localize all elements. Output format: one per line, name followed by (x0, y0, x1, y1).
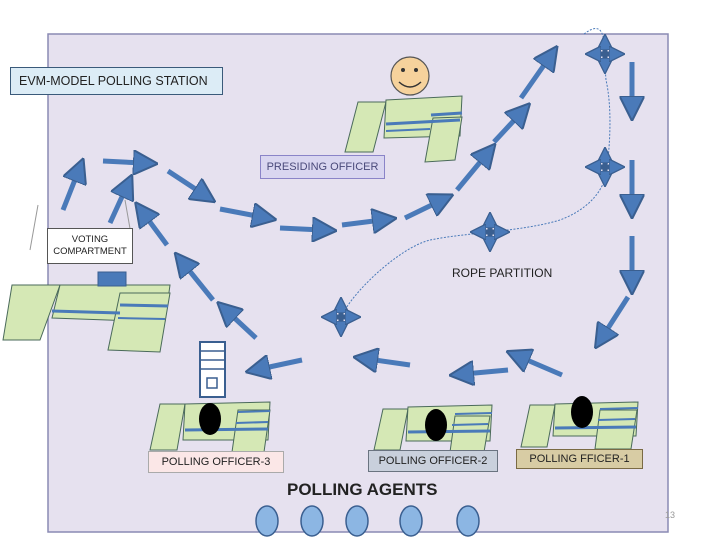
desk (2, 284, 61, 341)
polling-officer-2-station (373, 404, 493, 453)
polling-agent (456, 505, 480, 537)
flow-arrow (102, 161, 143, 163)
flow-arrow (455, 155, 486, 192)
desk (594, 409, 638, 450)
flow-arrow (260, 360, 303, 369)
presiding-officer-station (344, 56, 463, 163)
rope-post-icon (478, 220, 502, 244)
polling-agents-label: POLLING AGENTS (287, 480, 438, 499)
flow-arrow (603, 295, 631, 336)
officer-head (571, 396, 593, 428)
flow-arrow (228, 312, 258, 340)
flow-arrow (144, 214, 170, 247)
page-number: 13 (665, 510, 676, 520)
desk (231, 409, 271, 453)
desk (520, 404, 556, 448)
polling-officer-1-label: POLLING FFICER-1 (516, 449, 643, 469)
polling-agent (345, 505, 369, 537)
flow-arrow (464, 370, 509, 374)
polling-officer-3-station (149, 341, 271, 453)
desk (424, 116, 463, 163)
flow-arrow (166, 168, 203, 194)
evm-ballot-unit (97, 271, 127, 287)
rope-post-icon (329, 305, 353, 329)
officer-head (199, 403, 221, 435)
polling-agent (300, 505, 324, 537)
flow-arrow (492, 114, 520, 144)
rope-partition-label: ROPE PARTITION (452, 266, 553, 280)
flow-arrow (219, 209, 262, 217)
smiley-face-icon (390, 56, 430, 96)
desk (107, 292, 171, 353)
flow-arrow (279, 228, 322, 230)
desk (449, 415, 491, 453)
flow-arrow (341, 220, 382, 225)
diagram-title: EVM-MODEL POLLING STATION (10, 67, 223, 95)
polling-officer-1-station (520, 396, 639, 450)
presiding-officer-label: PRESIDING OFFICER (260, 155, 385, 179)
rope-partition (341, 28, 611, 317)
flow-arrow (107, 188, 126, 225)
polling-officer-3-label: POLLING OFFICER-3 (148, 451, 284, 473)
flow-arrow (518, 58, 549, 100)
polling-officer-2-label: POLLING OFFICER-2 (368, 450, 498, 472)
flow-arrow (403, 201, 440, 221)
flow-arrow (368, 359, 411, 365)
desk (149, 403, 186, 451)
rope-post-icon (593, 42, 617, 66)
desk (344, 101, 387, 153)
polling-agent (399, 505, 423, 537)
officer-head (425, 409, 447, 441)
polling-agent (255, 505, 279, 537)
rope-post-icon (593, 155, 617, 179)
voting-compartment-label: VOTING COMPARTMENT (47, 228, 133, 264)
flow-arrow (60, 172, 78, 211)
flow-arrow (520, 357, 563, 378)
voting-compartment (2, 199, 171, 353)
flow-arrow (184, 264, 215, 302)
polling-agents (255, 505, 480, 537)
